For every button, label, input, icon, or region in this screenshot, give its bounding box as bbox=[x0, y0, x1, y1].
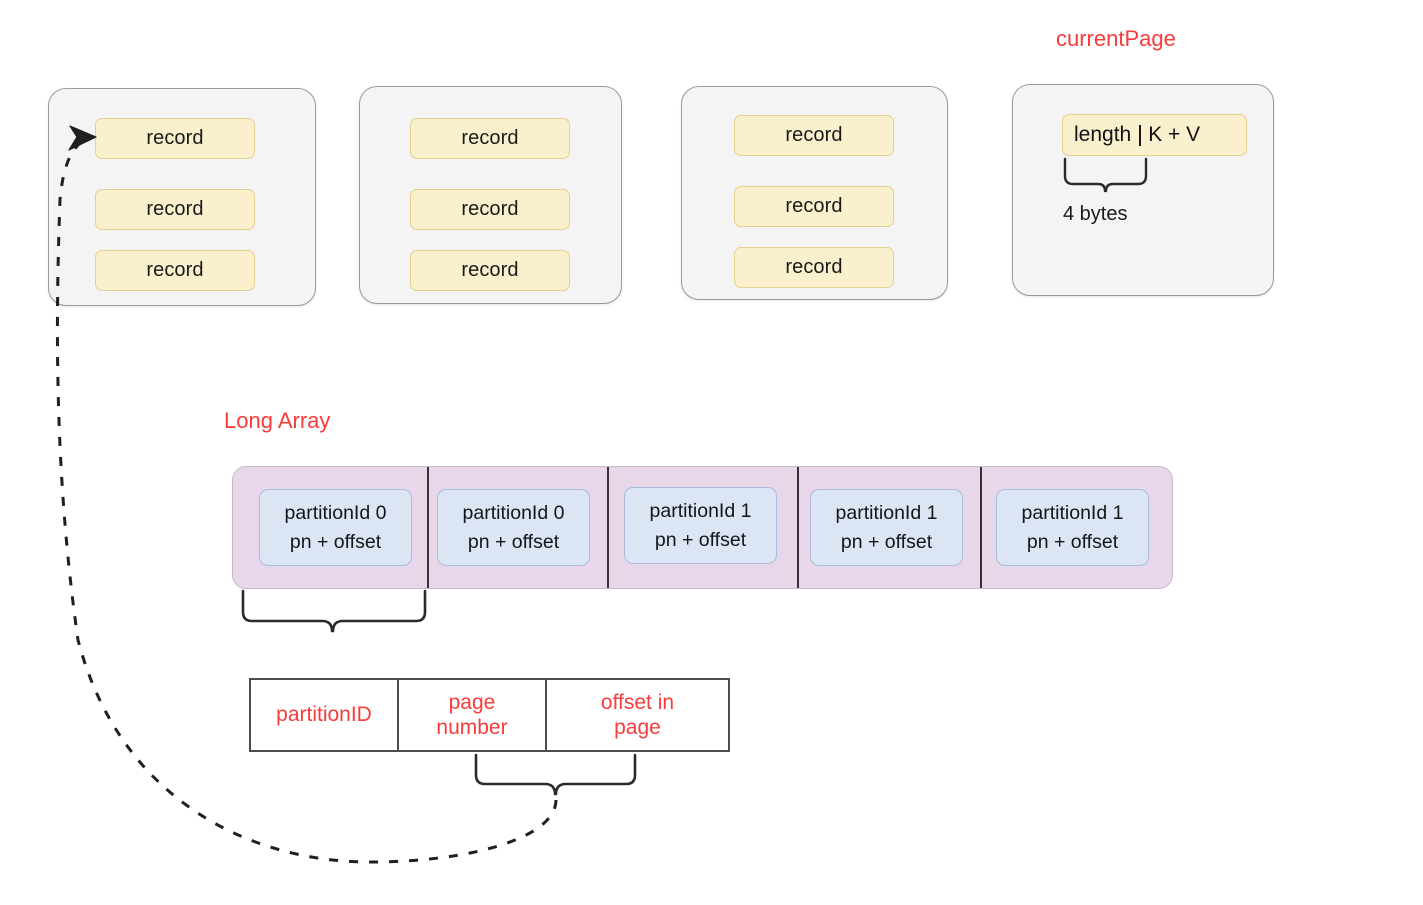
cell-line-2: pn + offset bbox=[289, 530, 382, 553]
cell-line-1: partitionId 0 bbox=[462, 502, 565, 525]
length-kv-divider bbox=[1139, 124, 1142, 146]
long-array-cell: partitionId 1 pn + offset bbox=[810, 489, 963, 566]
long-array-divider bbox=[797, 467, 800, 588]
long-array-divider bbox=[980, 467, 983, 588]
cell-line-1: partitionId 1 bbox=[649, 500, 752, 523]
table-cell-label: offset in page bbox=[600, 690, 675, 739]
cell-line-2: pn + offset bbox=[654, 528, 747, 551]
address-layout-table: partitionID page number offset in page bbox=[249, 678, 730, 752]
cell-line-1: partitionId 1 bbox=[1021, 502, 1124, 525]
long-array-cell: partitionId 1 pn + offset bbox=[996, 489, 1149, 566]
table-cell-partition-id: partitionID bbox=[251, 680, 399, 750]
page-offset-brace bbox=[474, 753, 637, 796]
record-box: record bbox=[95, 250, 255, 291]
long-array-label: Long Array bbox=[224, 408, 331, 433]
long-array-divider bbox=[427, 467, 430, 588]
cell-line-2: pn + offset bbox=[467, 530, 560, 553]
cell-line-1: partitionId 1 bbox=[835, 502, 938, 525]
long-array-cell: partitionId 0 pn + offset bbox=[259, 489, 412, 566]
record-box: record bbox=[410, 250, 570, 291]
four-bytes-caption: 4 bytes bbox=[1063, 203, 1128, 225]
table-cell-page-number: page number bbox=[399, 680, 547, 750]
long-array-cell: partitionId 0 pn + offset bbox=[437, 489, 590, 566]
record-box: record bbox=[734, 247, 894, 288]
cell-line-2: pn + offset bbox=[840, 530, 933, 553]
table-cell-label: partitionID bbox=[276, 703, 372, 727]
kv-segment-label: K + V bbox=[1148, 123, 1201, 146]
record-box: record bbox=[410, 118, 570, 159]
long-array-cell: partitionId 1 pn + offset bbox=[624, 487, 777, 564]
table-cell-offset-in-page: offset in page bbox=[547, 680, 728, 750]
record-box: record bbox=[734, 115, 894, 156]
table-cell-label: page number bbox=[436, 690, 508, 739]
cell-line-1: partitionId 0 bbox=[284, 502, 387, 525]
length-segment-label: length bbox=[1074, 123, 1132, 146]
record-box: record bbox=[95, 118, 255, 159]
long-array-brace bbox=[241, 589, 427, 633]
current-page-label: currentPage bbox=[1056, 26, 1176, 51]
record-box: record bbox=[95, 189, 255, 230]
long-array-divider bbox=[607, 467, 610, 588]
record-box: record bbox=[410, 189, 570, 230]
cell-line-2: pn + offset bbox=[1026, 530, 1119, 553]
length-kv-box: length K + V bbox=[1062, 114, 1247, 156]
record-box: record bbox=[734, 186, 894, 227]
